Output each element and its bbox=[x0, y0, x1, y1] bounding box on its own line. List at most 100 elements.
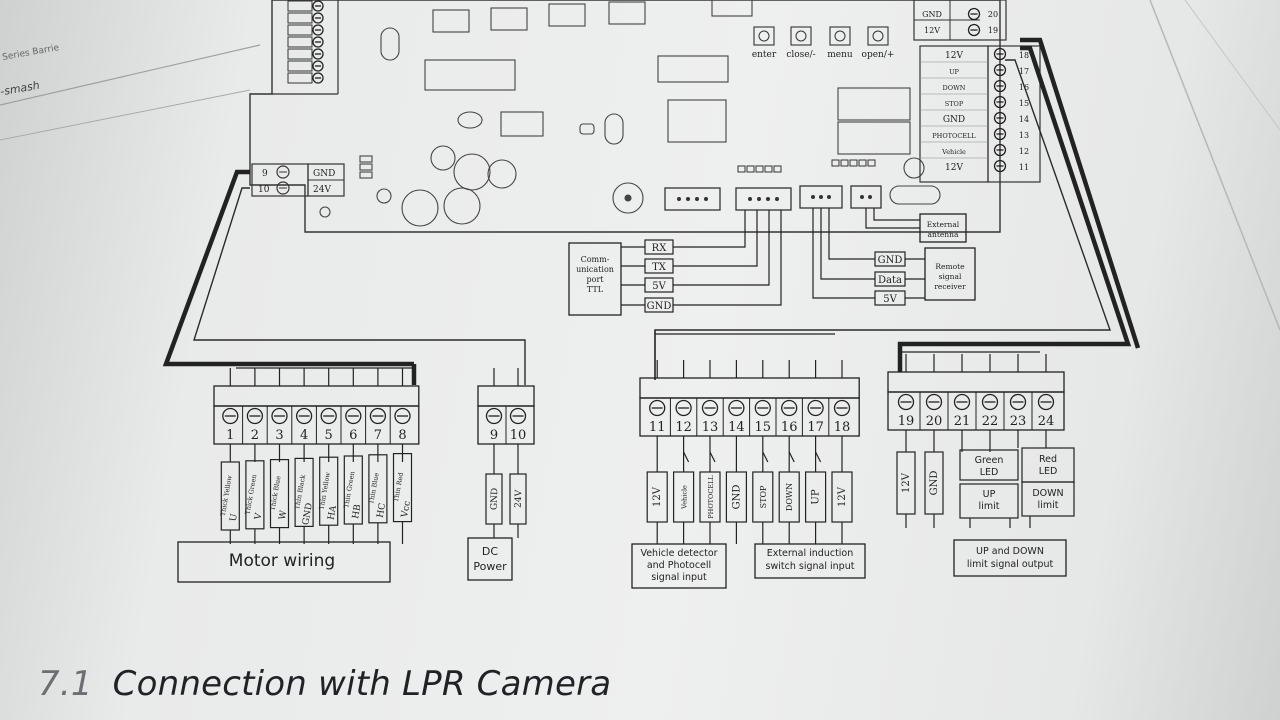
terminal-label: GND bbox=[943, 115, 965, 125]
relay-component bbox=[608, 1, 646, 25]
dc-signal-label: 24V bbox=[514, 489, 525, 508]
input-caption-right: switch signal input bbox=[766, 561, 855, 572]
board-push-button bbox=[753, 26, 775, 46]
input-signal-label: PHOTOCELL bbox=[707, 475, 715, 519]
input-caption-box bbox=[631, 543, 727, 589]
terminal-screw bbox=[993, 143, 1007, 157]
power-wire bbox=[193, 187, 526, 385]
input-signal-label: 12V bbox=[652, 486, 663, 507]
terminal-number: 10 bbox=[510, 428, 527, 443]
comm-port-label: TTL bbox=[587, 285, 604, 294]
terminal-number: 5 bbox=[325, 428, 333, 443]
terminal-screw bbox=[312, 72, 324, 84]
terminal-screw bbox=[369, 407, 387, 425]
terminal-label: GND bbox=[313, 169, 335, 179]
terminal-number: 22 bbox=[982, 414, 999, 429]
motor-wire-code: HA bbox=[327, 504, 339, 520]
terminal-number: 10 bbox=[258, 185, 270, 195]
terminal-number: 13 bbox=[1019, 131, 1029, 140]
remote-signal-label: Data bbox=[878, 275, 902, 286]
terminal-number: 17 bbox=[1019, 67, 1029, 76]
terminal-screw bbox=[1009, 393, 1027, 411]
red-led-label: Red bbox=[1039, 454, 1057, 465]
led-indicator bbox=[746, 165, 755, 173]
led-indicator bbox=[755, 165, 764, 173]
terminal-number: 12 bbox=[1019, 147, 1029, 156]
paper-edge bbox=[1184, 0, 1280, 131]
terminal-screw bbox=[246, 407, 264, 425]
terminal-number: 19 bbox=[988, 26, 998, 35]
terminal-number: 4 bbox=[300, 428, 308, 443]
relay-component bbox=[837, 87, 911, 121]
motor-caption-box bbox=[177, 541, 391, 583]
paper-edge bbox=[0, 89, 251, 141]
switch-contact bbox=[709, 451, 716, 463]
motor-wire-code: HB bbox=[351, 503, 363, 519]
output-caption-box bbox=[953, 539, 1067, 577]
terminal-number: 14 bbox=[1019, 115, 1029, 124]
board-components bbox=[319, 0, 941, 227]
terminal-screw bbox=[993, 47, 1007, 61]
terminal-label: STOP bbox=[945, 100, 964, 108]
terminal-number: 14 bbox=[728, 420, 745, 435]
connector-comm bbox=[735, 187, 792, 211]
terminal-label: PHOTOCELL bbox=[932, 132, 976, 140]
output-caption: limit signal output bbox=[967, 559, 1054, 570]
terminal-number: 17 bbox=[807, 420, 824, 435]
led-indicator bbox=[849, 159, 858, 167]
terminal-number: 11 bbox=[1019, 163, 1029, 172]
dc-caption: Power bbox=[473, 560, 507, 573]
terminal-label: 12V bbox=[945, 51, 963, 61]
output-signal-label: 12V bbox=[901, 472, 912, 493]
terminal-number: 20 bbox=[926, 414, 943, 429]
up-limit-box bbox=[959, 483, 1019, 519]
input-caption-left: Vehicle detector bbox=[640, 548, 717, 559]
relay-component bbox=[837, 121, 911, 155]
terminal-number: 2 bbox=[251, 428, 259, 443]
motor-caption: Motor wiring bbox=[229, 551, 335, 571]
input-signal-label: 12V bbox=[837, 486, 848, 507]
chip-component bbox=[500, 111, 544, 137]
led-indicator bbox=[737, 165, 746, 173]
comm-signal-label: RX bbox=[652, 243, 668, 254]
terminal-screw bbox=[509, 407, 527, 425]
board-push-button bbox=[790, 26, 812, 46]
board-push-button bbox=[829, 26, 851, 46]
terminal-number: 21 bbox=[954, 414, 971, 429]
motor-wire-code: GND bbox=[301, 502, 315, 526]
terminal-screw bbox=[701, 399, 719, 417]
board-button-label: menu bbox=[827, 50, 853, 60]
terminal-screw bbox=[222, 407, 239, 425]
down-limit-box bbox=[1021, 481, 1075, 517]
input-signal-label: Vehicle bbox=[681, 485, 689, 510]
remote-receiver-box bbox=[924, 247, 976, 301]
terminal-screw bbox=[271, 407, 288, 425]
terminal-number: 16 bbox=[781, 420, 798, 435]
terminal-screw bbox=[967, 23, 981, 37]
chip-component bbox=[667, 99, 727, 143]
down-limit-label: DOWN bbox=[1032, 488, 1063, 499]
led-indicator bbox=[858, 159, 867, 167]
terminal-label: 24V bbox=[313, 185, 331, 195]
remote-signal-label: GND bbox=[878, 255, 903, 266]
terminal-number: 18 bbox=[834, 420, 851, 435]
terminal-screw bbox=[897, 393, 915, 411]
terminal-screw bbox=[312, 36, 324, 48]
terminal-number: 15 bbox=[755, 420, 772, 435]
green-led-box bbox=[959, 449, 1019, 481]
motor-wire-code: HC bbox=[376, 502, 388, 518]
remote-signal-label: 5V bbox=[883, 294, 897, 305]
terminal-label: 12V bbox=[945, 163, 963, 173]
input-signal-label: DOWN bbox=[785, 483, 794, 511]
terminal-number: 9 bbox=[490, 428, 498, 443]
board-push-button bbox=[867, 26, 889, 46]
led-indicator bbox=[867, 159, 876, 167]
green-led-label: Green bbox=[975, 455, 1004, 466]
led-indicator bbox=[773, 165, 782, 173]
terminal-number: 20 bbox=[988, 10, 998, 19]
